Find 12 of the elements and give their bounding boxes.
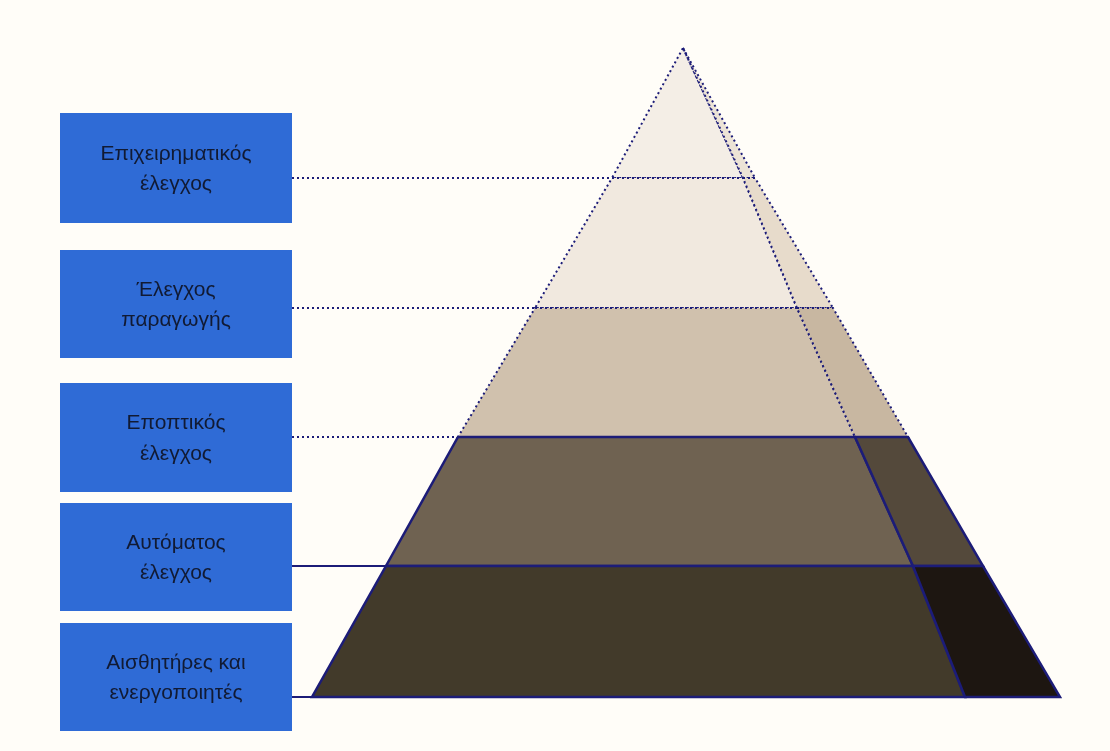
label-box <box>60 250 292 358</box>
leader-line <box>291 696 313 698</box>
label-box <box>60 623 292 731</box>
level-label: Αυτόματος έλεγχος <box>125 528 227 585</box>
level-label: Επιχειρηματικός έλεγχος <box>99 139 253 196</box>
level-label: Εποπτικός έλεγχος <box>125 409 227 466</box>
label-box <box>60 383 292 492</box>
label-box <box>60 113 292 223</box>
label-box <box>60 503 292 611</box>
level-label: Έλεγχος παραγωγής <box>120 275 232 332</box>
level-label: Αισθητήρες και ενεργοποιητές <box>105 648 247 705</box>
leader-line <box>291 565 387 567</box>
